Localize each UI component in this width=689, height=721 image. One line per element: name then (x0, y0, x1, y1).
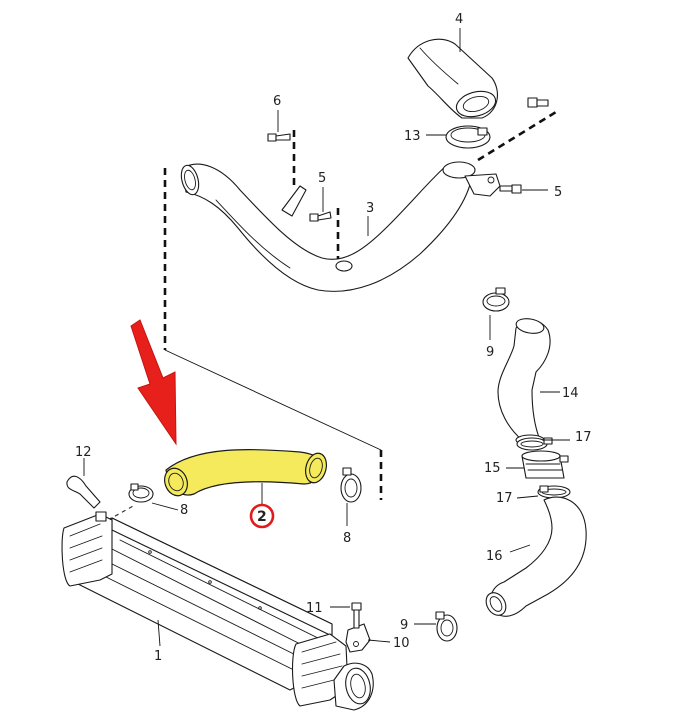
callout-12: 12 (75, 445, 92, 460)
callout-8-left: 8 (180, 503, 188, 518)
red-arrow (130, 319, 177, 446)
part-5-bolt-right (499, 184, 522, 194)
part-5-bolt-left (309, 211, 332, 222)
callout-5-right: 5 (554, 185, 562, 200)
callout-11: 11 (306, 601, 323, 616)
part-6-bolt (267, 133, 291, 142)
part-11-bolt (351, 602, 362, 629)
part-15-connector (521, 450, 569, 479)
part-8-clamp-right (340, 467, 362, 503)
callout-10: 10 (393, 636, 410, 651)
callout-1: 1 (154, 649, 162, 664)
callout-2: 2 (257, 509, 267, 525)
part-3-upper-pipe (180, 161, 501, 292)
callout-9-lower: 9 (400, 618, 408, 633)
part-16-hose (485, 496, 587, 617)
part-4-upper-hose (407, 38, 498, 119)
callout-labels: 4 13 6 5 5 3 12 8 2 8 9 14 17 15 17 16 1… (75, 12, 592, 664)
part-8-clamp-left (128, 483, 154, 503)
assembly-guide-lines (107, 110, 557, 521)
callout-5-left: 5 (318, 171, 326, 186)
part-9-clamp-upper (482, 287, 510, 312)
part-5-stud-top (527, 97, 549, 108)
callout-16: 16 (486, 549, 503, 564)
callout-14: 14 (562, 386, 579, 401)
callout-17-lower: 17 (496, 491, 513, 506)
part-10-bracket (345, 623, 371, 653)
part-9-clamp-lower (435, 611, 458, 642)
part-17-clamp-lower (537, 485, 571, 499)
part-2-highlighted-hose (164, 448, 328, 529)
part-17-clamp-upper (516, 437, 553, 451)
callout-3: 3 (366, 201, 374, 216)
part-12-tube (66, 475, 101, 509)
part-14-hose (497, 318, 551, 446)
part-1-intercooler (61, 511, 374, 711)
callout-8-right: 8 (343, 531, 351, 546)
callout-9-upper: 9 (486, 345, 494, 360)
callout-15: 15 (484, 461, 501, 476)
callout-13: 13 (404, 129, 421, 144)
callout-4: 4 (455, 12, 463, 27)
part-13-clamp (445, 125, 491, 149)
callout-6: 6 (273, 94, 281, 109)
leader-lines (83, 28, 570, 647)
callout-17-upper: 17 (575, 430, 592, 445)
